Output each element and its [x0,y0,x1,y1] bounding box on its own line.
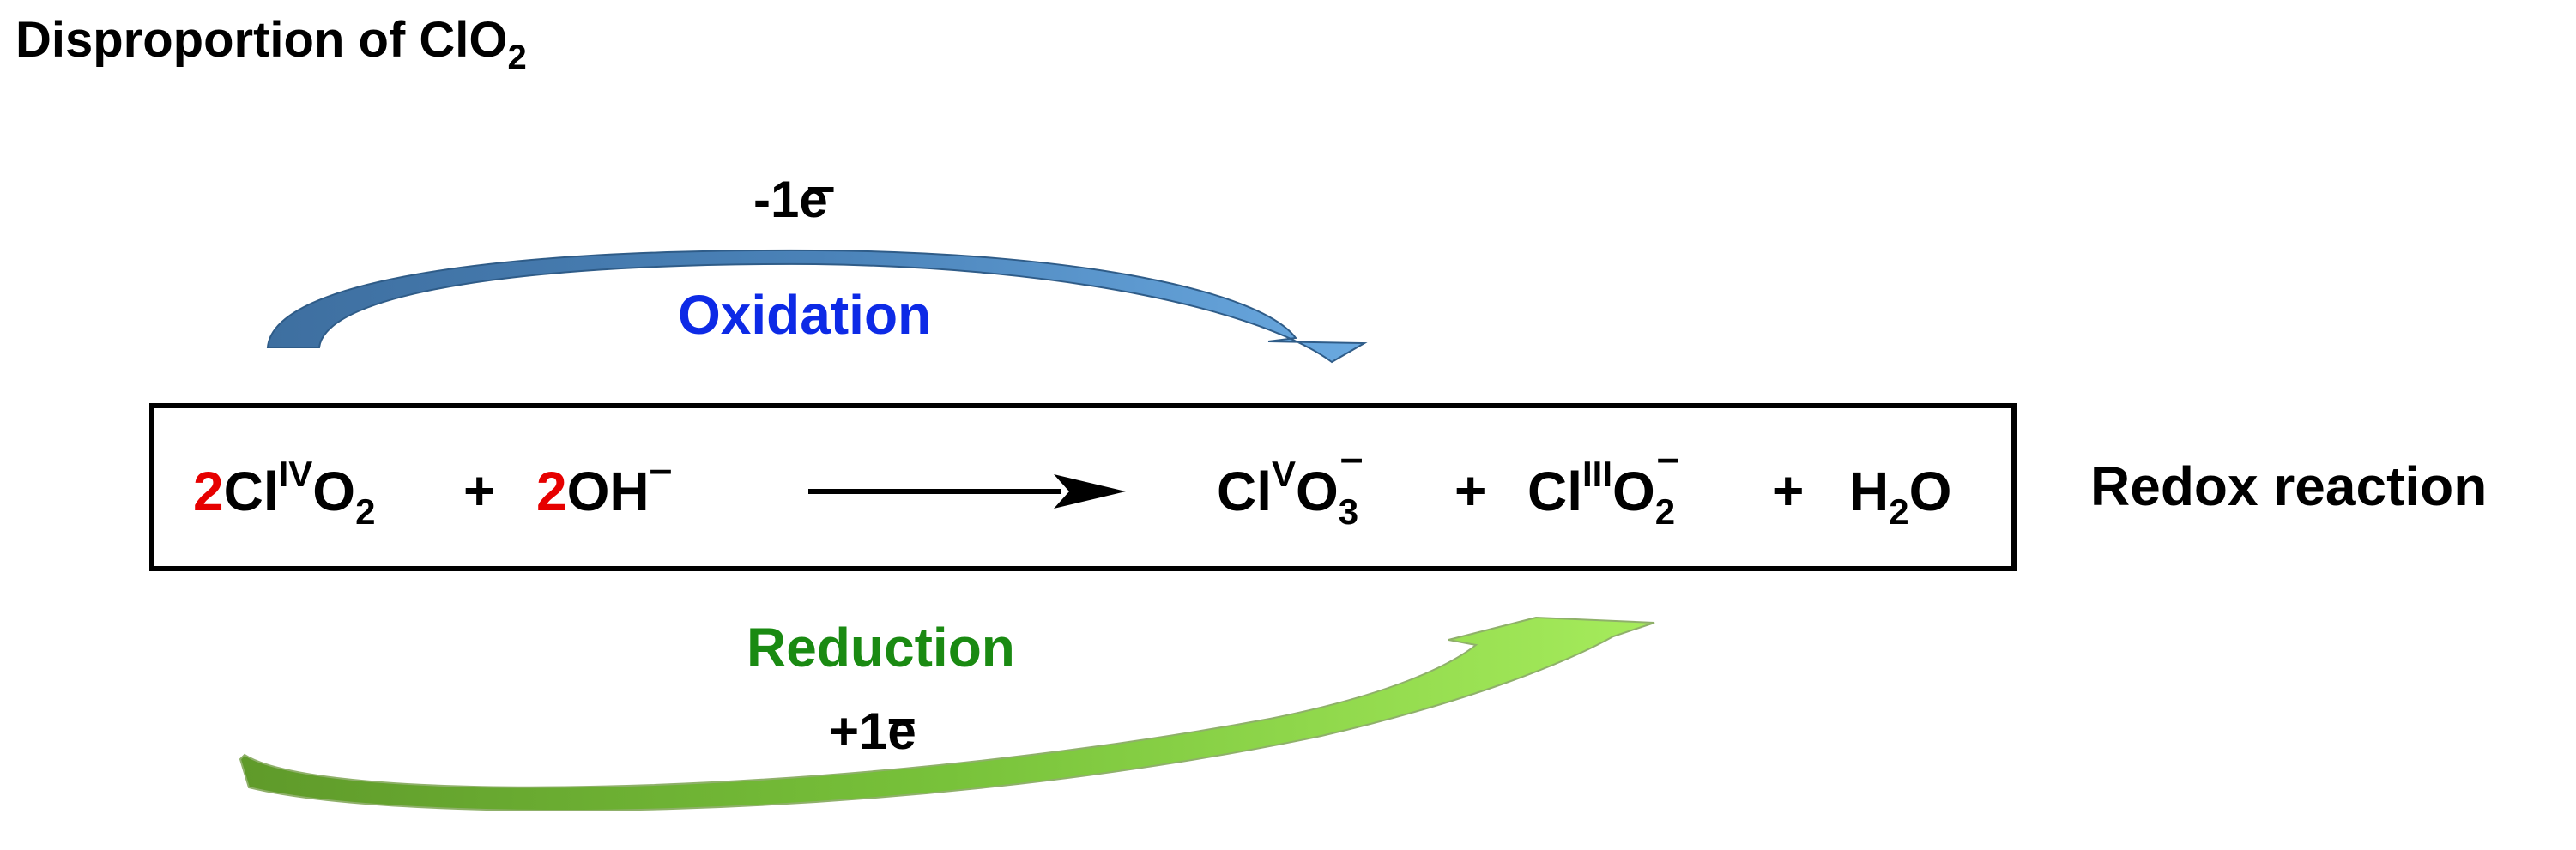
oxidation-electron-charge: – [807,157,836,214]
coefficient: 2 [193,461,224,522]
plus-sign: + [1772,460,1805,521]
element-rest: O [1612,461,1655,522]
element-rest: O [1908,461,1952,522]
product-chlorite: ClIIIO2 – [1527,436,1680,532]
plus-sign: + [463,460,496,521]
title-subscript: 2 [507,39,527,76]
product-water: H2O [1849,459,1952,532]
diagram-title: Disproportion of ClO2 [15,10,527,87]
redox-reaction-label: Redox reaction [2090,455,2488,517]
subscript: 2 [1654,491,1676,532]
subscript: 2 [355,491,376,532]
oxidation-state: IV [278,454,313,494]
charge: – [1339,436,1364,481]
oxidation-electron-label: -1e– [753,157,835,229]
reduction-electron-label: +1e– [829,689,916,761]
reactant-hydroxide: 2OH– [536,447,672,530]
oxidation-label: Oxidation [678,284,932,346]
subscript: 2 [1889,491,1909,532]
charge: – [1656,436,1680,481]
element: Cl [1217,461,1272,522]
equation-box [149,403,2017,571]
title-text: Disproportion of ClO [15,12,508,68]
reactant-chlorine-dioxide: 2ClIVO2 [193,454,376,532]
subscript: 3 [1338,491,1359,532]
reaction-arrow [808,474,1126,509]
reduction-electron-charge: – [887,689,916,746]
oxidation-arrow [266,249,1368,364]
element-rest: O [312,461,356,522]
reduction-arrow [239,616,1655,811]
element: Cl [1527,461,1582,522]
product-chlorate: ClVO3 – [1217,436,1364,532]
oxidation-state: III [1582,454,1613,494]
coefficient: 2 [536,461,567,522]
element-rest: O [1296,461,1339,522]
element: H [1849,461,1890,522]
formula: OH [566,461,650,522]
plus-sign: + [1454,460,1487,521]
oxidation-state: V [1272,454,1297,494]
charge: – [649,447,673,492]
reduction-label: Reduction [747,617,1015,678]
reduction-electron-text: +1e [829,702,916,760]
element: Cl [223,461,279,522]
oxidation-electron-text: -1e [753,171,828,228]
